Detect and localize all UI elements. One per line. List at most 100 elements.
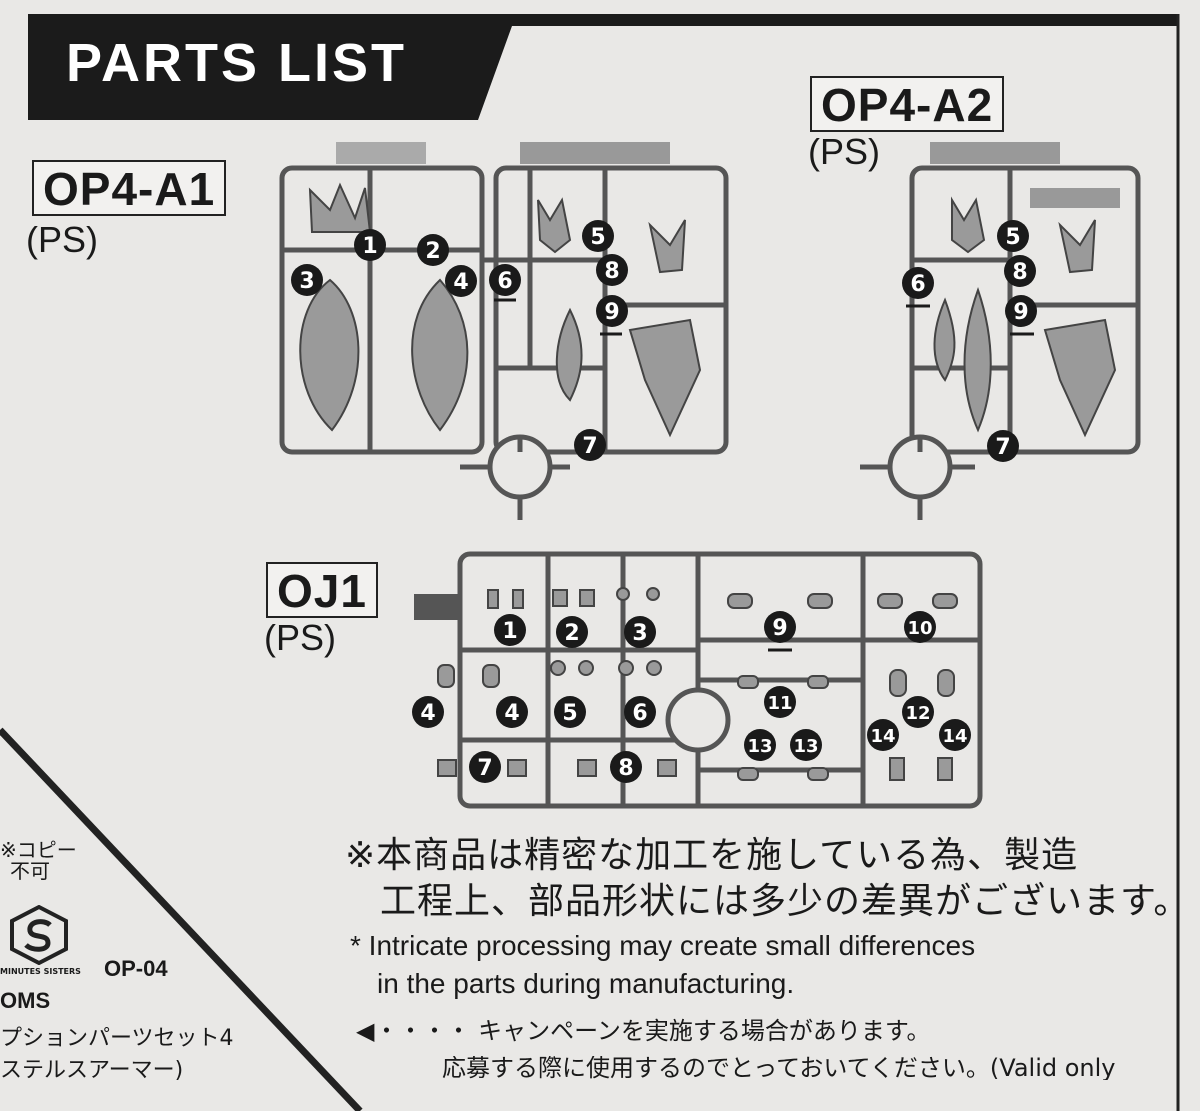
part-number-marker: 9: [764, 611, 796, 643]
part-shape: [628, 318, 702, 438]
part-number-marker: 6: [489, 264, 521, 296]
campaign-line2: 応募する際に使用するのでとっておいてください。(Valid only: [442, 1056, 1116, 1080]
runner-label-op4-a1: OP4-A1: [32, 160, 227, 216]
svg-text:5: 5: [562, 701, 577, 726]
part-number-marker: 13: [744, 729, 776, 761]
runner-material-oj1: (PS): [264, 617, 336, 658]
part-shape: [537, 197, 572, 254]
part-shape: [299, 278, 360, 432]
note-jp-line2: 工程上、部品形状には多少の差異がございます。: [380, 881, 1191, 922]
part-number-marker: 12: [902, 696, 934, 728]
part-number-marker: 3: [624, 616, 656, 648]
svg-text:7: 7: [995, 435, 1010, 460]
svg-text:6: 6: [497, 269, 512, 294]
part-shape: [555, 307, 583, 402]
svg-text:3: 3: [299, 269, 314, 294]
runner-op4-a1-diagram: [279, 142, 729, 520]
runner-label-oj1: OJ1: [266, 562, 378, 618]
svg-text:9: 9: [604, 300, 619, 325]
svg-text:5: 5: [1005, 225, 1020, 250]
part-number-marker: 8: [610, 751, 642, 783]
note-en-line1: * Intricate processing may create small …: [350, 930, 976, 961]
svg-text:10: 10: [907, 618, 932, 639]
part-number-marker: 13: [790, 729, 822, 761]
part-number-marker: 1: [494, 614, 526, 646]
runner-material-op4-a2: (PS): [808, 131, 880, 172]
svg-text:3: 3: [632, 621, 647, 646]
svg-text:6: 6: [910, 272, 925, 297]
svg-text:1: 1: [502, 619, 517, 644]
svg-text:4: 4: [504, 701, 519, 726]
svg-text:13: 13: [793, 736, 818, 757]
part-number-marker: 14: [939, 719, 971, 751]
svg-text:7: 7: [582, 434, 597, 459]
svg-text:8: 8: [1012, 260, 1027, 285]
svg-text:13: 13: [747, 736, 772, 757]
part-number-marker: 7: [469, 751, 501, 783]
campaign-line1: ◀・・・・ キャンペーンを実施する場合があります。: [356, 1017, 931, 1045]
svg-text:7: 7: [477, 756, 492, 781]
part-number-marker: 5: [997, 220, 1029, 252]
part-number-marker: 14: [867, 719, 899, 751]
svg-text:4: 4: [453, 270, 468, 295]
product-name-line1: プションパーツセット4: [0, 1026, 234, 1051]
part-number-marker: 5: [554, 696, 586, 728]
product-name-line2: ステルスアーマー): [0, 1058, 184, 1083]
svg-text:1: 1: [362, 234, 377, 259]
runner-op4-a2-diagram: [860, 142, 1141, 520]
brand-name: MINUTES SISTERS: [0, 967, 81, 976]
page-title: PARTS LIST: [66, 33, 408, 93]
diagonal-cut-line: [0, 727, 363, 1111]
part-number-marker: 3: [291, 264, 323, 296]
part-shape: [963, 286, 992, 433]
part-number-marker: 9: [596, 295, 628, 327]
svg-text:9: 9: [1013, 300, 1028, 325]
svg-text:2: 2: [425, 239, 440, 264]
part-number-marker: 2: [417, 234, 449, 266]
svg-text:4: 4: [420, 701, 435, 726]
part-number-marker: 11: [764, 686, 796, 718]
series-name: OMS: [0, 988, 51, 1013]
svg-text:8: 8: [604, 259, 619, 284]
part-shape: [933, 297, 956, 382]
part-number-marker: 1: [354, 229, 386, 261]
svg-text:11: 11: [767, 693, 792, 714]
part-shape: [308, 182, 372, 233]
svg-text:9: 9: [772, 616, 787, 641]
part-number-marker: 4: [496, 696, 528, 728]
note-jp-line1: ※本商品は精密な加工を施している為、製造: [345, 835, 1079, 876]
svg-text:14: 14: [870, 726, 895, 747]
part-number-marker: 4: [445, 265, 477, 297]
part-number-marker: 6: [902, 267, 934, 299]
runner-label-op4-a2: OP4-A2: [810, 76, 1005, 132]
svg-text:14: 14: [942, 726, 967, 747]
title-banner: [28, 14, 1178, 120]
part-shape: [1043, 318, 1117, 438]
part-number-marker: 4: [412, 696, 444, 728]
part-shape: [1058, 219, 1096, 274]
svg-text:2: 2: [564, 621, 579, 646]
note-en-line2: in the parts during manufacturing.: [377, 968, 795, 999]
part-number-marker: 2: [556, 616, 588, 648]
part-number-marker: 6: [624, 696, 656, 728]
svg-text:8: 8: [618, 756, 633, 781]
part-number-marker: 10: [904, 611, 936, 643]
svg-text:6: 6: [632, 701, 647, 726]
part-number-marker: 7: [987, 430, 1019, 462]
svg-text:5: 5: [590, 225, 605, 250]
svg-text:12: 12: [905, 703, 930, 724]
part-number-marker: 8: [1004, 255, 1036, 287]
part-number-marker: 9: [1005, 295, 1037, 327]
copy-warning: ※コピー 不可: [0, 838, 77, 883]
runner-oj1-diagram: [414, 551, 983, 809]
part-number-marker: 7: [574, 429, 606, 461]
part-number-marker: 5: [582, 220, 614, 252]
part-shape: [951, 196, 986, 254]
brand-logo-icon: [10, 905, 68, 965]
part-shape: [648, 219, 686, 274]
product-code: OP-04: [104, 956, 168, 981]
part-number-marker: 8: [596, 254, 628, 286]
part-shape: [411, 278, 469, 432]
